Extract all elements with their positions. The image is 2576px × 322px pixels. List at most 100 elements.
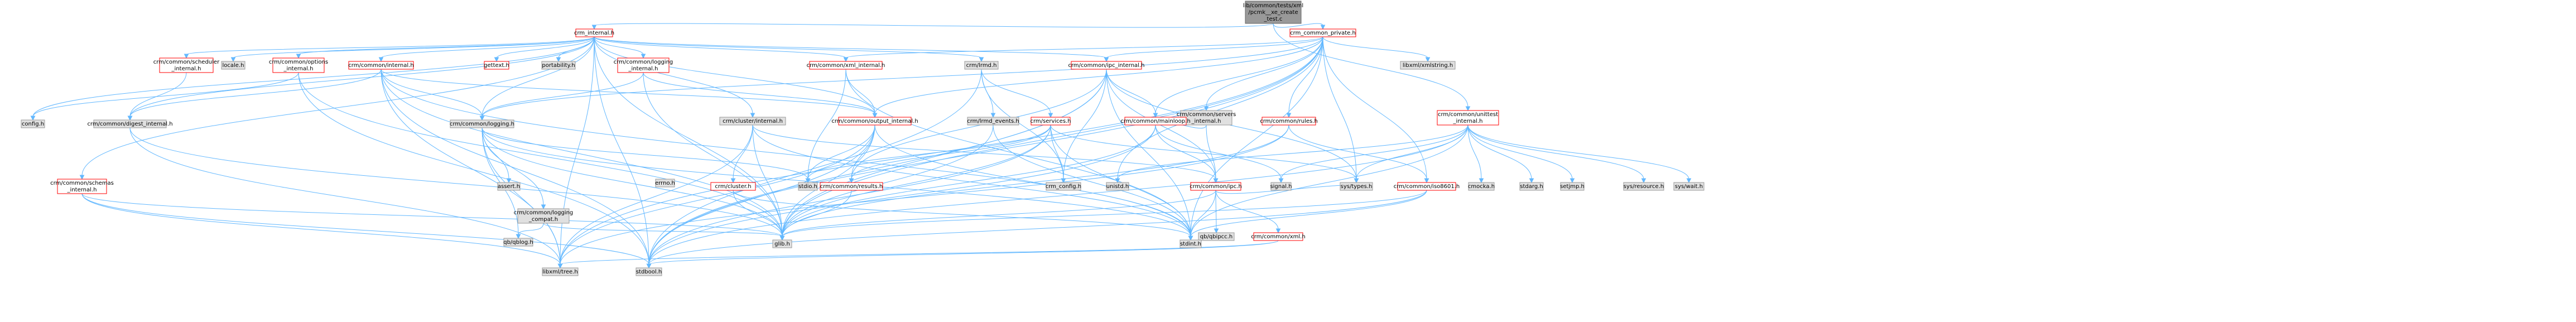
edge-arrowhead	[556, 57, 561, 63]
dependency-edge	[733, 190, 1191, 237]
dependency-edge	[1050, 124, 1191, 237]
edge-arrowhead	[646, 263, 652, 269]
dependency-edge	[594, 36, 982, 59]
dependency-edge	[782, 124, 994, 237]
dependency-edge	[1050, 124, 1064, 180]
node-label: stdbool.h	[636, 269, 662, 275]
edge-arrowhead	[479, 116, 485, 121]
node-box	[1031, 117, 1071, 126]
dependency-edge	[1322, 36, 1357, 180]
node-label: crm/common/xml.h	[1251, 234, 1305, 240]
dependency-edge	[1190, 36, 1323, 237]
dependency-edge	[32, 36, 595, 117]
node-cmocka: cmocka.h	[1468, 182, 1495, 191]
node-unittest[interactable]: crm/common/unittest_internal.h	[1437, 110, 1499, 126]
dependency-edge	[733, 124, 753, 180]
dependency-edge	[1273, 23, 1468, 108]
dependency-edge	[381, 69, 1191, 237]
node-box	[1261, 117, 1316, 126]
node-box	[1560, 182, 1585, 191]
node-cluster-internal: crm/cluster/internal.h	[719, 117, 786, 126]
dependency-edge	[845, 36, 1323, 59]
node-xml-internal[interactable]: crm/common/xml_internal.h	[807, 61, 885, 70]
node-box	[710, 182, 756, 191]
node-digest: crm/common/digest_internal.h	[87, 119, 173, 128]
node-box	[1397, 182, 1456, 191]
graph-nodes: lib/common/tests/xml/pcmk__xe_create_tes…	[21, 1, 1705, 276]
dependency-edge	[1155, 36, 1323, 114]
node-xml[interactable]: crm/common/xml.h	[1251, 232, 1306, 241]
node-iso8601[interactable]: crm/common/iso8601.h	[1394, 182, 1460, 191]
dependency-edge	[1117, 36, 1323, 180]
node-box	[1340, 182, 1373, 191]
edge-arrowhead	[1479, 178, 1484, 184]
node-label: lib/common/tests/xml	[1243, 3, 1303, 9]
node-gettext[interactable]: gettext.h	[484, 61, 509, 70]
edge-arrowhead	[79, 175, 85, 180]
node-results[interactable]: crm/common/results.h	[820, 182, 883, 191]
dependency-edge	[1106, 69, 1191, 237]
node-box	[1180, 110, 1232, 126]
node-label: locale.h	[223, 63, 244, 69]
edge-arrowhead	[1286, 113, 1292, 118]
node-box	[967, 117, 1019, 126]
dependency-edge	[807, 69, 846, 180]
node-schemas[interactable]: crm/common/schemas_internal.h	[50, 179, 114, 194]
node-crm-common-private[interactable]: crm_common_private.h	[1289, 28, 1356, 37]
node-cluster[interactable]: crm/cluster.h	[710, 182, 756, 191]
node-label: stdarg.h	[1520, 184, 1543, 190]
node-internal[interactable]: crm/common/internal.h	[348, 61, 414, 70]
node-label: crm/common/options	[269, 59, 328, 65]
dependency-edge	[643, 72, 783, 237]
node-libxml-tree: libxml/tree.h	[542, 267, 579, 276]
edge-arrowhead	[1104, 57, 1109, 63]
node-box	[497, 182, 521, 191]
dependency-edge	[782, 190, 1427, 237]
dependency-edge	[594, 36, 875, 114]
dependency-edge	[643, 72, 875, 114]
node-setjmp: setjmp.h	[1560, 182, 1585, 191]
node-lrmd: crm/lrmd.h	[964, 61, 999, 70]
edge-arrowhead	[1686, 178, 1692, 184]
dependency-edge	[874, 124, 1191, 237]
node-rules[interactable]: crm/common/rules.h	[1260, 117, 1318, 126]
dependency-edge	[518, 223, 544, 236]
dependency-edge	[1215, 190, 1279, 230]
dependency-edge	[560, 36, 595, 265]
node-qblog: qb/qblog.h	[503, 238, 533, 247]
edge-arrowhead	[184, 54, 189, 59]
node-box	[1179, 239, 1202, 248]
dependency-edge	[594, 23, 1274, 28]
dependency-edge	[594, 36, 783, 237]
node-syswait: sys/wait.h	[1673, 182, 1705, 191]
dependency-edge	[874, 36, 1323, 114]
node-label: _internal.h	[1453, 118, 1483, 124]
node-box	[221, 61, 245, 70]
dependency-edge	[752, 124, 1191, 237]
node-box	[820, 182, 883, 191]
node-box	[1437, 110, 1499, 126]
node-box	[1124, 117, 1187, 126]
node-box	[772, 239, 792, 248]
node-output[interactable]: crm/common/output_internal.h	[831, 117, 918, 126]
node-box	[450, 119, 514, 128]
dependency-edge	[1155, 124, 1282, 180]
node-box	[719, 117, 786, 126]
dependency-edge	[81, 193, 649, 265]
dependency-edge	[381, 69, 875, 114]
dependency-edge	[648, 124, 1468, 265]
node-scheduler[interactable]: crm/common/scheduler_internal.h	[153, 57, 220, 73]
node-mainloop[interactable]: crm/common/mainloop.h	[1120, 117, 1191, 126]
dependency-edge	[752, 124, 783, 237]
node-ipc[interactable]: crm/common/ipc.h	[1190, 182, 1242, 191]
edge-arrowhead	[979, 57, 984, 63]
node-services[interactable]: crm/services.h	[1030, 117, 1071, 126]
node-options[interactable]: crm/common/options_internal.h	[269, 57, 328, 73]
dependency-edge	[1467, 124, 1482, 180]
node-box	[1253, 232, 1303, 241]
node-crm-internal[interactable]: crm_internal.h	[574, 28, 614, 37]
node-logging-internal[interactable]: crm/common/logging_internal.h	[614, 57, 673, 73]
dependency-edge	[1190, 190, 1216, 237]
node-locale: locale.h	[221, 61, 245, 70]
node-ipc-internal[interactable]: crm/common/ipc_internal.h	[1068, 61, 1145, 70]
